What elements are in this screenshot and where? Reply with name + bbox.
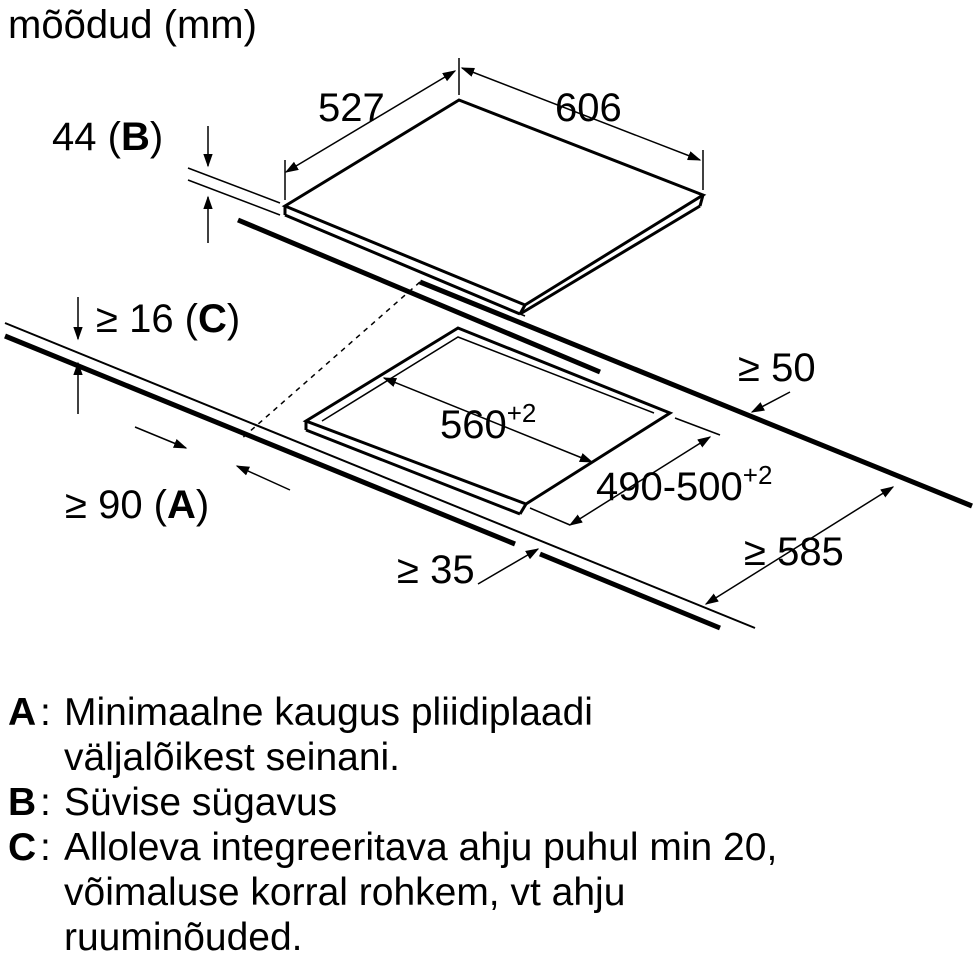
legend-item-a: A:Minimaalne kaugus pliidiplaadi [8,690,973,735]
worktop-front-edge-right [539,551,721,631]
legend-key: A [8,691,37,734]
hob-width-label: 606 [555,86,622,130]
rear-gap-label: ≥ 50 [738,346,816,390]
dim-35 [477,548,540,585]
dim-606 [460,67,704,190]
worktop-front-edge [4,333,516,547]
dim-560 [382,377,594,463]
legend-item-b: B:Süvise sügavus [8,780,973,825]
worktop-back-edge [419,279,973,509]
legend-text-continued: väljalõikest seinani. [64,736,401,779]
legend-text-continued: ruuminõuded. [64,916,303,959]
hob-drawing [281,98,707,317]
cutout-width-label: 560+2 [440,398,536,447]
legend-text: Minimaalne kaugus pliidiplaadi [64,691,593,734]
hob-thickness-label: 44 (B) [52,115,163,159]
units-title: mõõdud (mm) [8,3,257,47]
hob-depth-label: 527 [318,86,385,130]
clearance-top-label: ≥ 16 (C) [96,297,240,341]
dim-490-500 [529,417,721,526]
installation-diagram: mõõdud (mm) 527 606 44 (B) [4,3,973,631]
legend-text: Süvise sügavus [64,781,338,824]
legend-item-c: C:Alloleva integreeritava ahju puhul min… [8,825,973,870]
legend-key: B [8,781,37,824]
legend-text-continued: võimaluse korral rohkem, vt ahju [64,871,626,914]
dim-50 [750,391,791,413]
cutout-depth-label: 490-500+2 [596,460,772,509]
worktop-depth-label: ≥ 585 [744,530,844,574]
worktop-top-edge [4,322,756,629]
hob-base-line [237,217,601,375]
dim-527 [284,58,460,200]
dim-90 [134,426,291,491]
legend-key: C [8,826,37,869]
legend-text: Alloleva integreeritava ahju puhul min 2… [64,826,778,869]
dim-44 [187,126,281,243]
legend: A:Minimaalne kaugus pliidiplaadi väljalõ… [8,690,973,960]
front-gap-label: ≥ 35 [397,548,475,592]
dim-585 [704,486,895,605]
wall-distance-label: ≥ 90 (A) [65,483,209,527]
